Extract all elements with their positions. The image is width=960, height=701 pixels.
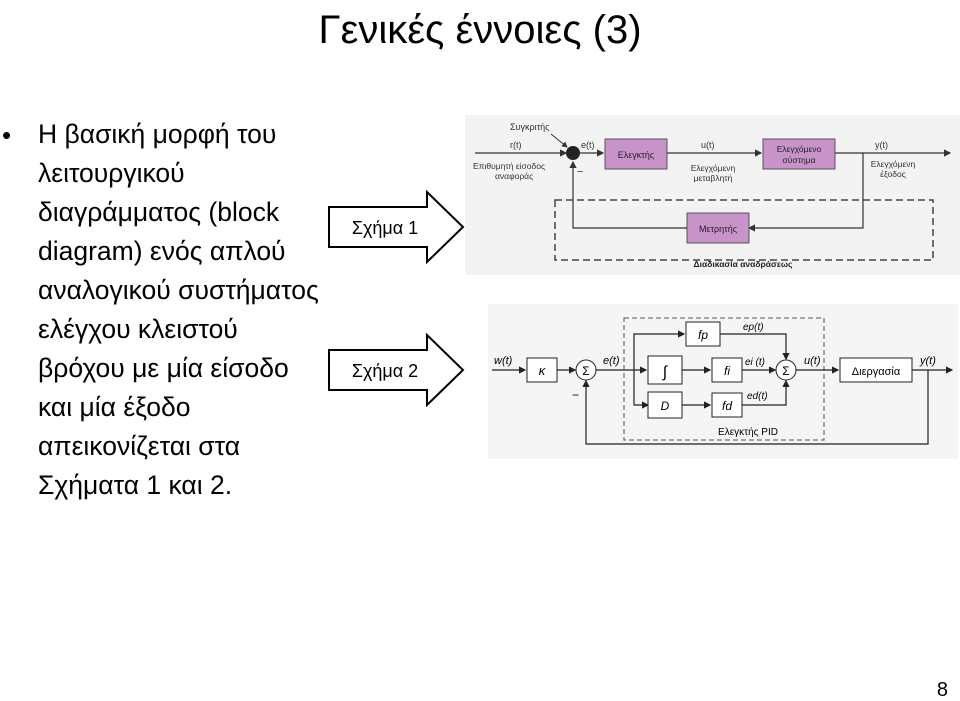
fp-label: fp	[698, 328, 708, 342]
kappa-block	[526, 357, 558, 383]
controller-block	[604, 138, 668, 170]
u-signal-label: u(t)	[701, 140, 715, 150]
bullet-text: Η βασική μορφή του λειτουργικού διαγράμμ…	[38, 119, 319, 500]
reference-label-2: αναφοράς	[495, 171, 533, 181]
plant-block	[762, 138, 836, 170]
ed-line	[742, 379, 790, 406]
integral-block	[647, 355, 683, 385]
y-signal-label-2: y(t)	[919, 355, 936, 367]
reference-label-1: Επιθυμητή είσοδος	[473, 161, 545, 171]
sum-node-2-label: Σ	[782, 364, 789, 378]
fi-label: fi	[724, 364, 730, 378]
derivative-branch-line	[633, 370, 650, 409]
plant-label-1: Ελεγχόμενο	[777, 144, 822, 154]
r-signal-label: r(t)	[510, 140, 522, 150]
slide-title: Γενικές έννοιες (3)	[318, 8, 642, 52]
derivative-block	[647, 391, 683, 419]
page-number: 8	[936, 679, 948, 701]
fd-block	[711, 392, 743, 418]
proportional-branch-line	[633, 330, 686, 370]
controller-label: Ελεγκτής	[618, 150, 655, 160]
ei-signal-label: ei (t)	[745, 357, 765, 368]
output-label-2: έξοδος	[880, 169, 906, 179]
process-label: Διεργασία	[852, 366, 901, 378]
pid-feedback-line	[582, 370, 929, 445]
figure-2-pid-diagram: w(t) κ Σ − e(t) ∫ D fp fi fd ep(t) ei (t…	[488, 304, 958, 459]
e-signal-label: e(t)	[581, 140, 595, 150]
feedback-return-line	[569, 160, 687, 229]
feedback-region	[554, 199, 934, 261]
integral-label: ∫	[662, 364, 669, 381]
manipulated-label-2: μεταβλητή	[694, 173, 733, 183]
ep-line	[720, 333, 790, 361]
y-signal-label: y(t)	[875, 140, 888, 150]
fd-label: fd	[722, 399, 732, 413]
derivative-label: D	[661, 399, 670, 413]
fp-block	[685, 321, 721, 347]
feedback-down-line	[747, 153, 864, 232]
ed-signal-label: ed(t)	[747, 391, 768, 402]
comparator-label: Συγκριτής	[510, 122, 550, 132]
manipulated-label-1: Ελεγχόμενη	[691, 163, 736, 173]
figure-1-arrow: Σχήμα 1	[328, 190, 465, 264]
figure-1-block-diagram: Συγκριτής r(t) e(t) u(t) y(t) Επιθυμητή …	[465, 115, 960, 275]
sum-node-1-label: Σ	[582, 364, 589, 378]
ep-signal-label: ep(t)	[743, 322, 764, 333]
pid-controller-label: Ελεγκτής PID	[718, 426, 778, 438]
fi-block	[711, 357, 743, 383]
plant-label-2: σύστημα	[782, 155, 815, 165]
feedback-label: Διαδικασία αναδράσεως	[694, 259, 794, 269]
bullet-icon: •	[2, 120, 12, 150]
sensor-label: Μετρητής	[699, 224, 738, 234]
comparator-node	[566, 146, 580, 160]
sensor-block	[686, 212, 750, 244]
figure-2-arrow: Σχήμα 2	[328, 333, 465, 407]
pid-region	[623, 317, 825, 441]
w-signal-label: w(t)	[494, 355, 513, 367]
kappa-label: κ	[539, 363, 547, 378]
output-label-1: Ελεγχόμενη	[871, 159, 916, 169]
comparator-pointer	[550, 133, 568, 148]
figure-2-arrow-label: Σχήμα 2	[352, 361, 418, 381]
u-signal-label-2: u(t)	[804, 355, 821, 367]
process-block	[839, 357, 913, 383]
comparator-minus: −	[577, 166, 583, 178]
sum-node-1-minus: −	[572, 388, 579, 402]
figure-1-arrow-label: Σχήμα 1	[352, 218, 418, 238]
e-signal-label-2: e(t)	[603, 355, 620, 367]
